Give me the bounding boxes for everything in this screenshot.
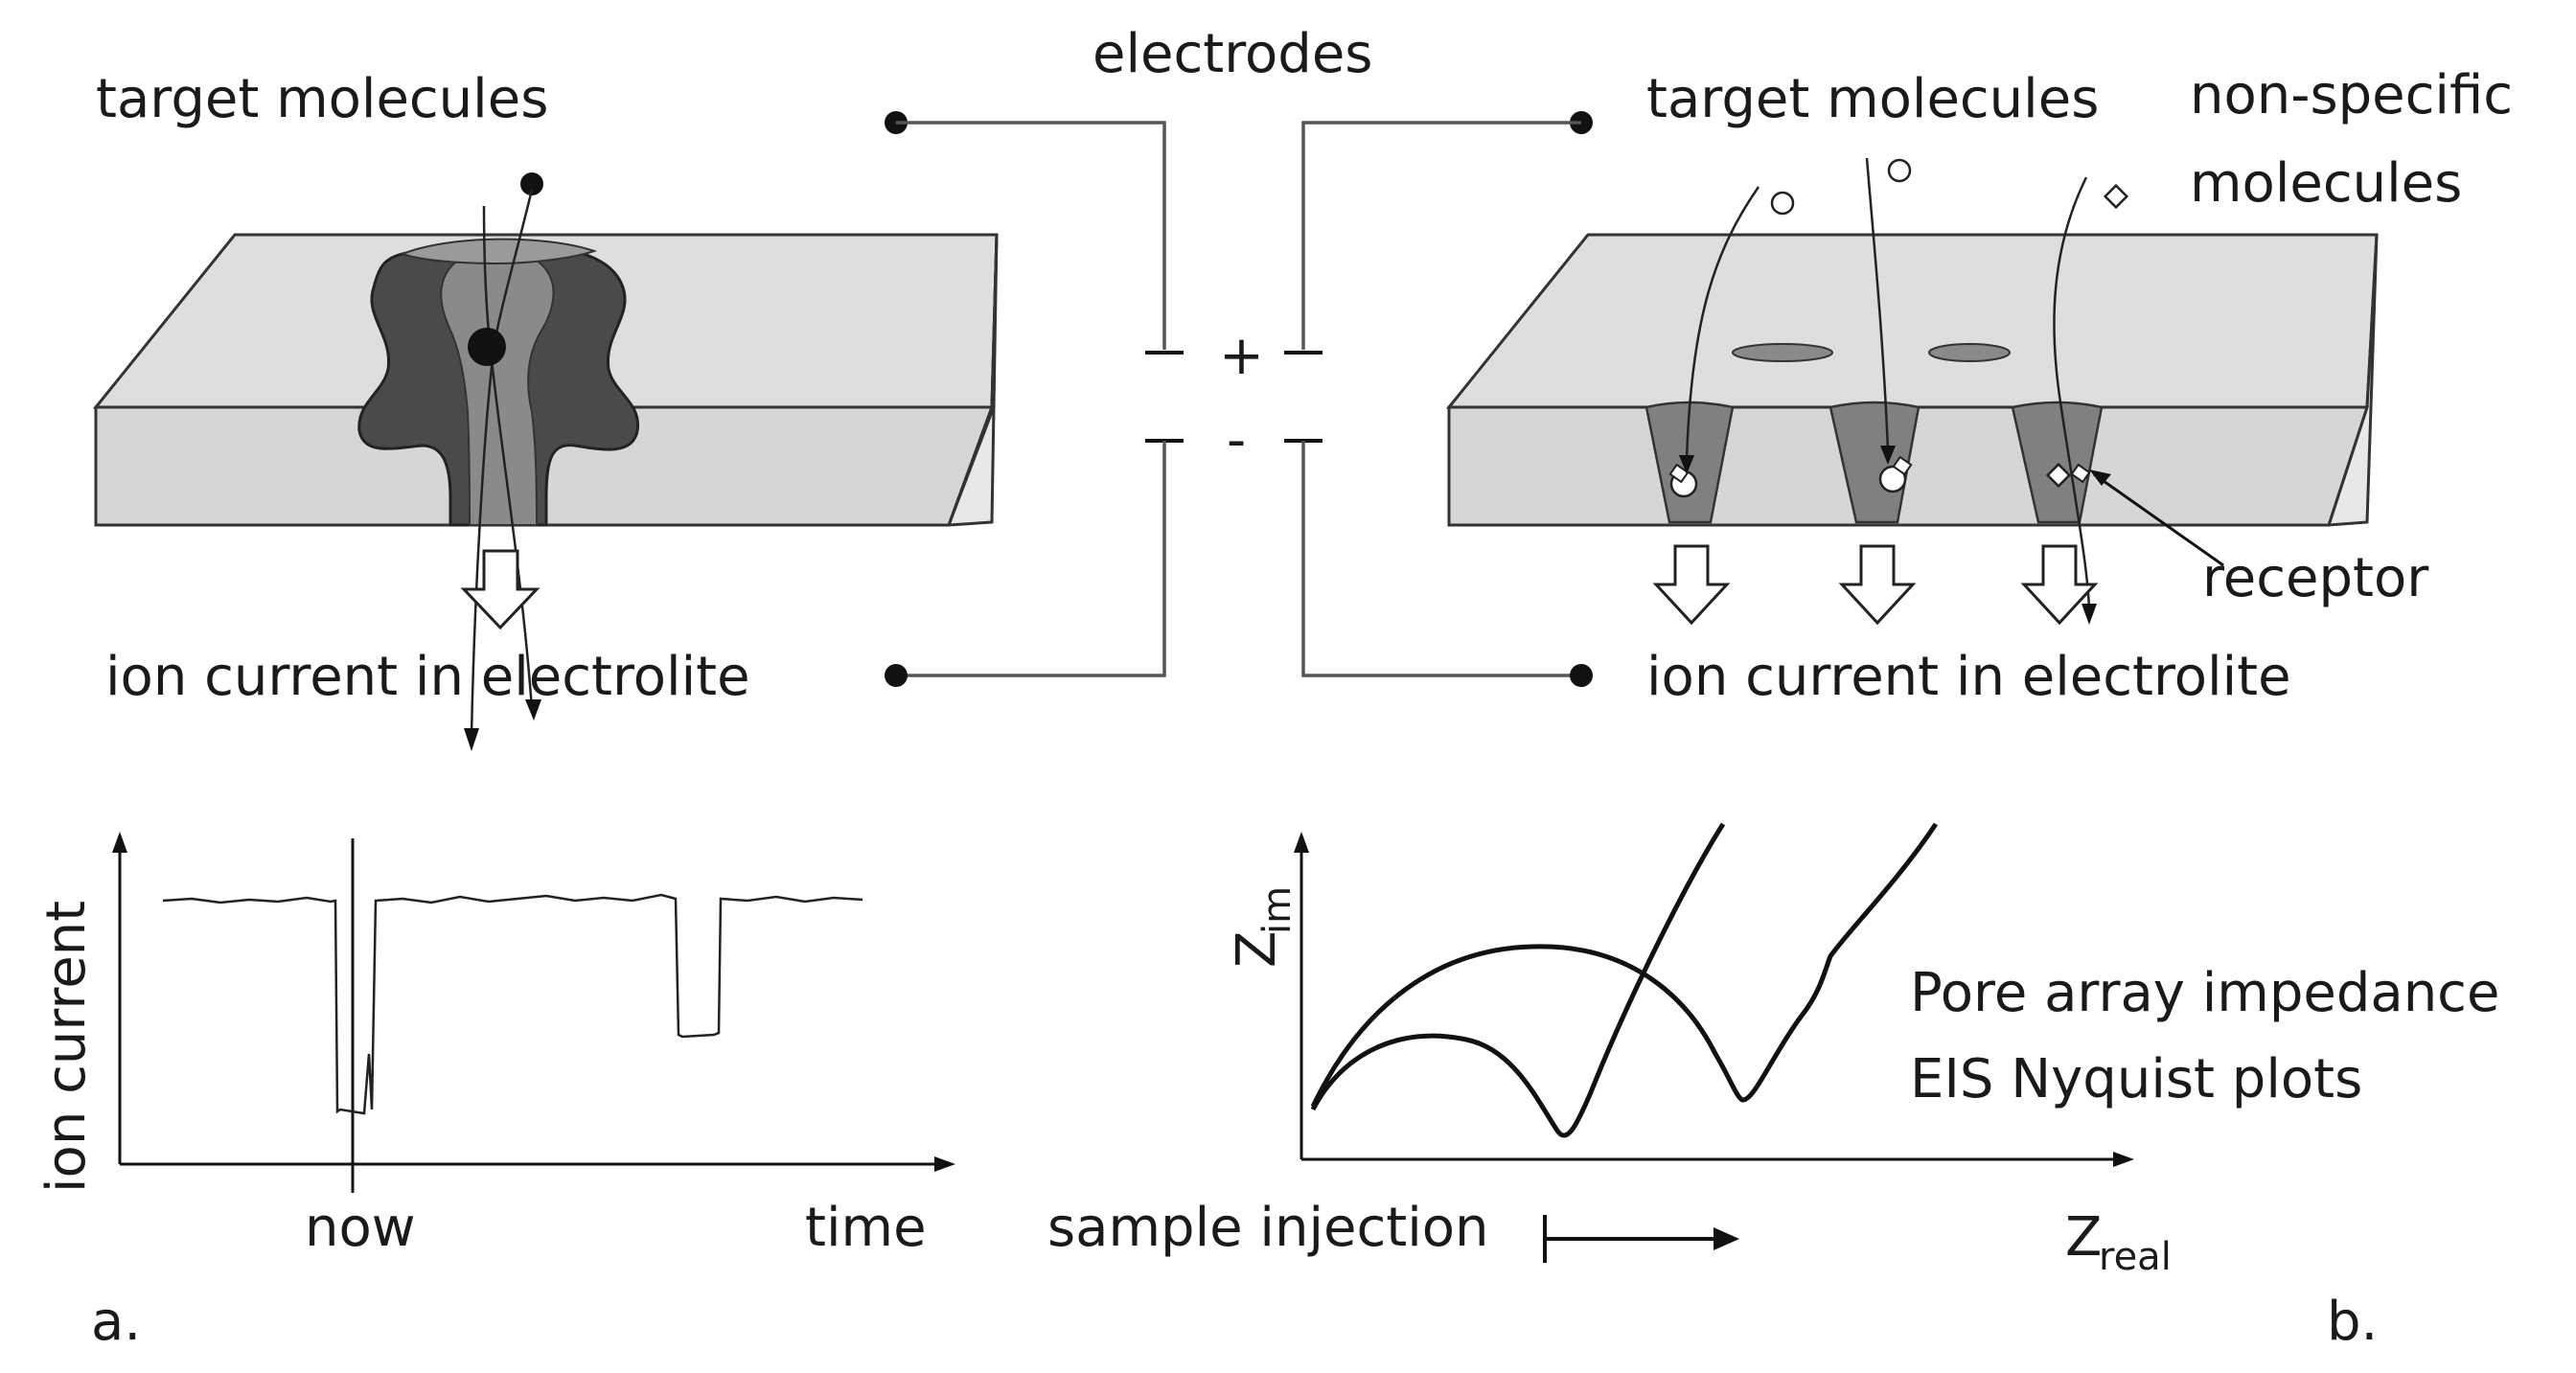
label-ion-current-right: ion current in electrolite bbox=[1646, 646, 2291, 708]
receptor-2 bbox=[1892, 455, 1913, 476]
label-plus: + bbox=[1219, 325, 1264, 387]
nanopore-inner-channel bbox=[440, 252, 555, 526]
target-molecule-free-1 bbox=[1770, 191, 1795, 216]
target-path-2-arrowhead bbox=[1880, 446, 1896, 465]
left-ion-flow-arrow bbox=[460, 549, 540, 630]
right-molecule-paths bbox=[1679, 157, 2224, 625]
wire-top-left bbox=[896, 121, 1166, 350]
wire-bottom-right bbox=[1301, 441, 1581, 677]
molecule-dot-top bbox=[520, 172, 543, 195]
electrode-terminal-bottom-right bbox=[1570, 664, 1593, 687]
nyquist-plot: Z im Z real Pore array impedance EIS Nyq… bbox=[1047, 822, 2499, 1279]
plot-a-xlabel-time: time bbox=[805, 1197, 927, 1259]
bound-nonspecific bbox=[2045, 462, 2072, 489]
plot-b-x-arrowhead bbox=[2113, 1152, 2134, 1167]
plot-b-ylabel-sub: im bbox=[1255, 886, 1300, 934]
nanopore-cap bbox=[400, 238, 598, 265]
plot-b-xlabel-sub: real bbox=[2099, 1235, 2172, 1279]
arrowhead-path-2 bbox=[525, 699, 541, 721]
electrode-terminal-bottom-left bbox=[885, 664, 908, 687]
right-ion-flow-arrow-2 bbox=[1838, 544, 1917, 626]
arrowhead-path-1 bbox=[464, 728, 479, 751]
plot-a-x-arrowhead bbox=[934, 1156, 955, 1172]
ion-current-trace bbox=[162, 893, 863, 1115]
nonspecific-molecule-free bbox=[2103, 183, 2129, 210]
label-receptor: receptor bbox=[2202, 547, 2429, 609]
translocation-path-1 bbox=[470, 189, 534, 737]
plot-b-ylabel-main: Z bbox=[1226, 931, 1288, 968]
electrode-circuit bbox=[885, 111, 1593, 687]
plot-b-y-arrowhead bbox=[1294, 832, 1309, 853]
receptor-pointer-line bbox=[2093, 472, 2224, 567]
label-nonspecific-line1: non-specific bbox=[2190, 64, 2513, 126]
molecule-dot-in-pore bbox=[468, 328, 506, 366]
plot-b-caption-line2: EIS Nyquist plots bbox=[1910, 1048, 2362, 1110]
right-ion-flow-arrow-3 bbox=[2020, 544, 2099, 626]
label-ion-current-left: ion current in electrolite bbox=[105, 646, 750, 708]
receptor-3 bbox=[2070, 463, 2091, 484]
sample-injection-arrowhead bbox=[1714, 1227, 1739, 1250]
plot-b-sample-injection: sample injection bbox=[1047, 1197, 1489, 1259]
receptor-pointer-arrowhead bbox=[2089, 469, 2111, 486]
plot-b-caption-line1: Pore array impedance bbox=[1910, 962, 2499, 1024]
solid-state-pore-3 bbox=[2011, 400, 2104, 524]
nyquist-curve-before bbox=[1310, 822, 1726, 1138]
right-membrane-top bbox=[1445, 233, 2379, 409]
plot-b-xlabel-main: Z bbox=[2065, 1206, 2102, 1269]
label-electrodes: electrodes bbox=[1092, 23, 1372, 85]
label-target-molecules-left: target molecules bbox=[96, 68, 548, 130]
nonspecific-path-arrowhead bbox=[2082, 604, 2097, 625]
receptor-1 bbox=[1668, 463, 1690, 484]
nonspecific-path bbox=[2053, 176, 2091, 614]
protein-nanopore bbox=[357, 238, 640, 527]
target-path-1-arrowhead bbox=[1679, 455, 1694, 474]
right-membrane bbox=[1445, 233, 2379, 527]
pore-opening-2 bbox=[1928, 343, 2011, 362]
pore-opening-1 bbox=[1732, 343, 1833, 362]
wire-bottom-left bbox=[896, 441, 1166, 677]
label-nonspecific-line2: molecules bbox=[2190, 152, 2462, 215]
wire-top-right bbox=[1301, 121, 1581, 350]
plot-a-ylabel: ion current bbox=[35, 901, 98, 1193]
right-ion-flow-arrow-1 bbox=[1652, 544, 1731, 626]
target-path-2 bbox=[1865, 157, 1890, 451]
label-minus: - bbox=[1227, 409, 1246, 471]
plot-a-xlabel-now: now bbox=[305, 1197, 416, 1259]
plot-a-y-arrowhead bbox=[112, 832, 127, 853]
target-molecule-free-2 bbox=[1887, 158, 1912, 183]
target-path-1 bbox=[1685, 186, 1760, 461]
nyquist-curve-after bbox=[1310, 822, 1939, 1109]
label-panel-a: a. bbox=[91, 1291, 141, 1353]
label-panel-b: b. bbox=[2327, 1291, 2378, 1353]
ion-current-plot: ion current now time bbox=[35, 832, 955, 1259]
label-target-molecules-right: target molecules bbox=[1646, 68, 2099, 130]
left-membrane-right-face bbox=[947, 234, 999, 526]
